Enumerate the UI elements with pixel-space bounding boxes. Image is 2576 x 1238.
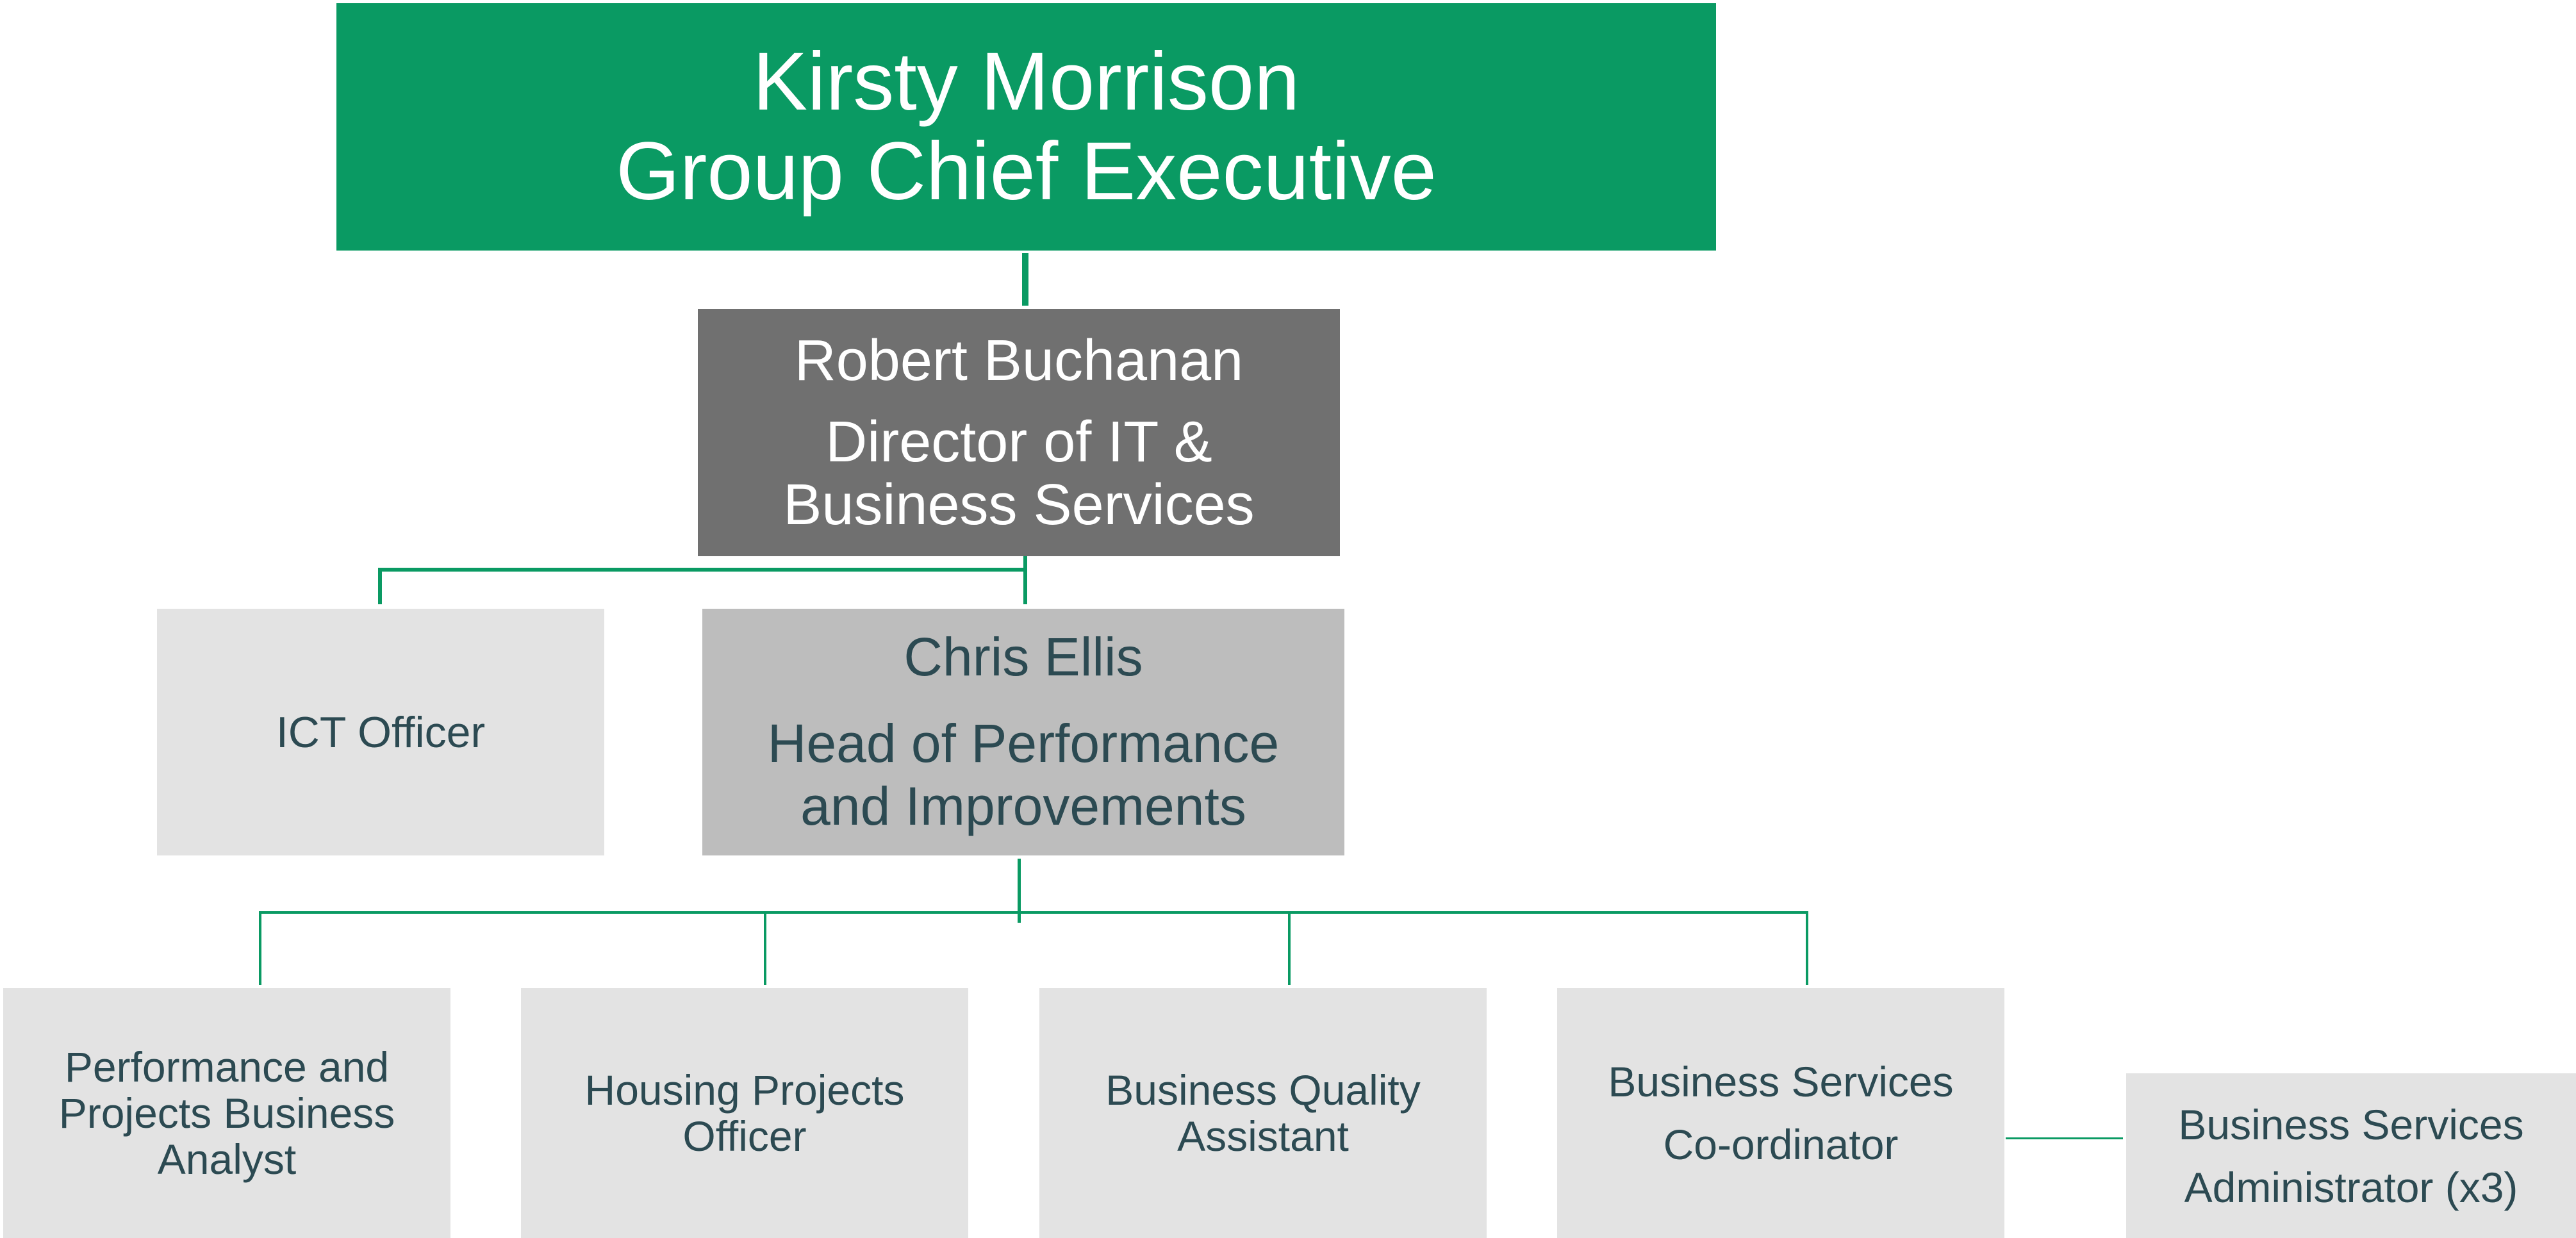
admin-role-line2: Administrator (x3) — [2184, 1163, 2518, 1211]
ict-officer-role: ICT Officer — [276, 707, 486, 757]
ict-officer-box: ICT Officer — [157, 609, 604, 855]
team-box-4: Business Services Co-ordinator — [1557, 988, 2004, 1238]
connector-director-down — [1023, 556, 1027, 604]
ceo-name: Kirsty Morrison — [752, 36, 1300, 128]
head-box: Chris Ellis Head of Performance and Impr… — [702, 609, 1344, 855]
team-box-2: Housing Projects Officer — [521, 988, 968, 1238]
head-role: Head of Performance and Improvements — [767, 713, 1280, 836]
connector-ceo-director — [1022, 253, 1028, 306]
team-box-3: Business Quality Assistant — [1039, 988, 1487, 1238]
team-box-1: Performance and Projects Business Analys… — [3, 988, 450, 1238]
connector-head-down — [1018, 859, 1021, 923]
ceo-role: Group Chief Executive — [616, 126, 1437, 217]
connector-team-drop-3 — [1288, 911, 1291, 985]
team-role-2: Housing Projects Officer — [584, 1066, 905, 1160]
ceo-box: Kirsty Morrison Group Chief Executive — [336, 3, 1716, 251]
director-role: Director of IT & Business Services — [783, 410, 1255, 537]
connector-director-bar — [378, 568, 1027, 572]
admin-box: Business Services Administrator (x3) — [2126, 1073, 2576, 1238]
director-name: Robert Buchanan — [794, 329, 1244, 393]
connector-team-drop-2 — [764, 911, 766, 985]
connector-coordinator-admin — [2006, 1137, 2123, 1139]
team-role-3: Business Quality Assistant — [1105, 1066, 1421, 1160]
team-role-4-line1: Business Services — [1608, 1058, 1954, 1105]
admin-role-line1: Business Services — [2178, 1100, 2524, 1148]
connector-team-drop-1 — [259, 911, 261, 985]
connector-team-bar — [259, 911, 1808, 914]
connector-ict-drop — [378, 568, 382, 604]
team-role-4-line2: Co-ordinator — [1663, 1121, 1899, 1168]
connector-team-drop-4 — [1806, 911, 1808, 985]
team-role-1: Performance and Projects Business Analys… — [58, 1043, 395, 1183]
director-box: Robert Buchanan Director of IT & Busines… — [698, 309, 1340, 556]
head-name: Chris Ellis — [904, 626, 1143, 687]
